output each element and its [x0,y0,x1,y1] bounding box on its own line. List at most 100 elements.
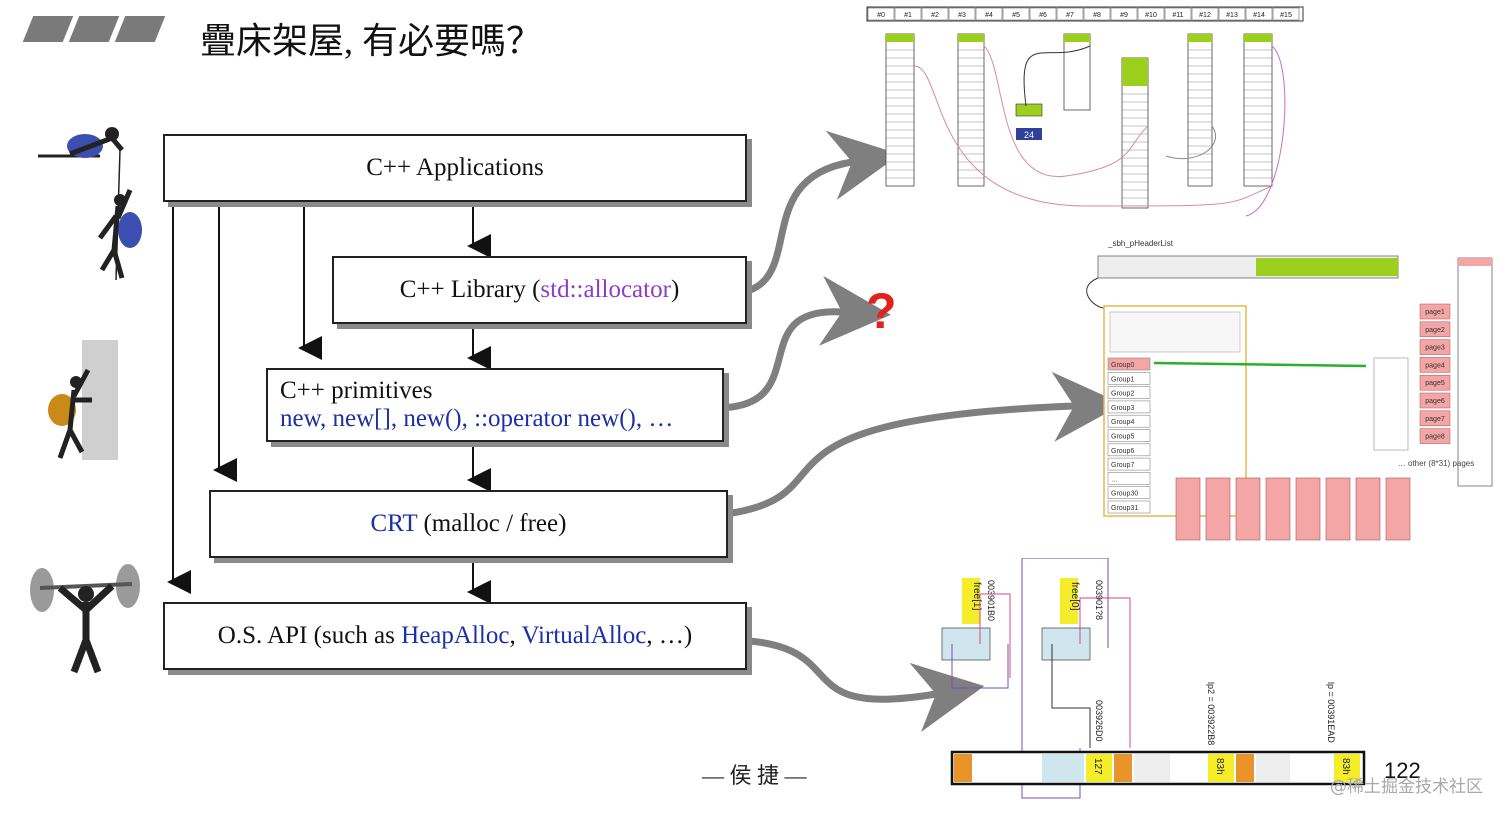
free0-marker [1060,578,1078,624]
page-block [1355,477,1381,541]
block-label-3: 83h [1340,758,1351,775]
page-block [1235,477,1261,541]
slot-label: #4 [985,12,993,19]
page-label: page2 [1425,327,1445,334]
page-label-box [1419,374,1451,391]
page-block [1385,477,1411,541]
slide-title: 疊床架屋, 有必要嗎？ [200,21,543,61]
watermark: @稀土掘金技术社区 [1330,777,1483,797]
figures-illustration [30,127,142,674]
group-label: Group0 [1111,362,1134,369]
lp2-label: lp2 = 003922B8 [1206,682,1216,745]
curve-arrow-os [726,636,985,732]
slot-label: #7 [1066,12,1074,19]
group-row [1107,486,1151,499]
addr-label-3: 003926D0 [1094,700,1104,742]
slot-label: #14 [1253,12,1265,19]
free-list-diagram: #0#1#2#3#4#5#6#7#8#9#10#11#12#13#14#15 2… [866,6,1304,217]
page-label-box [1419,410,1451,427]
page-block [1325,477,1351,541]
group-list: Group0Group1Group2Group3Group4Group5Grou… [1107,357,1151,514]
group-label: Group6 [1111,448,1134,455]
std-allocator-text: std::allocator [540,276,671,303]
group-row [1107,472,1151,485]
free1-marker [962,578,980,624]
climber-icon [38,127,142,281]
slot-label: #0 [877,12,885,19]
os-suffix: , …) [646,622,693,649]
group-row [1107,443,1151,457]
group-row [1107,400,1151,414]
group-label: … [1111,476,1118,483]
curve-arrow-crt [706,371,1123,520]
slot-cells: #0#1#2#3#4#5#6#7#8#9#10#11#12#13#14#15 [867,7,1300,21]
slot-label: #15 [1280,12,1292,19]
crt-accent: CRT [370,510,418,537]
slot-label: #6 [1039,12,1047,19]
page-stack-head [1458,258,1492,266]
heapalloc-text: HeapAlloc [401,622,510,649]
os-api-label: O.S. API (such as HeapAlloc, VirtualAllo… [218,622,692,650]
header-list-label: _sbh_pHeaderList [1107,239,1174,248]
library-prefix: C++ Library ( [399,276,541,303]
lp-label: lp = 00391EAD [1326,682,1336,743]
page-label-box [1419,428,1451,444]
group-label: Group31 [1111,505,1138,512]
chunk-head [1015,103,1043,117]
page-block [1265,477,1291,541]
block-label-2: 83h [1214,758,1225,775]
slot-cell [1137,7,1165,21]
free-list-links [913,45,1286,217]
free-list-heads [886,34,1272,86]
group-row [1107,386,1151,399]
page-label: page6 [1425,398,1445,405]
slot-label: #13 [1226,12,1238,19]
chunk-24-label: 24 [1024,130,1034,140]
page-block [1205,477,1231,541]
group-pointer-arrow [1153,361,1367,368]
page-label: page3 [1425,345,1445,352]
block-label-1: 127 [1092,758,1103,775]
cpp-applications-label: C++ Applications [366,154,544,181]
crt-rest: (malloc / free) [417,510,567,537]
page-label: page7 [1425,416,1445,423]
slot-label: #5 [1012,12,1020,19]
header-list-active [1256,258,1398,276]
addr-label-1: 003901B0 [986,580,996,621]
slot-label: #11 [1172,12,1183,19]
os-separator: , [509,622,522,649]
curve-arrow-primitives [706,275,891,412]
addr-label-2: 003901?8 [1094,580,1104,620]
region-bitmap [1109,311,1241,353]
free-list-rows [886,49,1272,199]
group-row [1107,429,1151,442]
group-entries [1373,357,1409,451]
memory-block-cells [954,754,1360,782]
page-label-box [1419,321,1451,338]
question-mark: ? [866,283,897,339]
crt-label: CRT (malloc / free) [371,510,567,538]
slot-cell [1056,7,1084,21]
slot-cell [948,7,976,21]
slot-cell [1245,7,1273,21]
slot-cell [1029,7,1057,21]
pages-note: … other (8*31) pages [1398,459,1475,468]
cpp-primitives-title: C++ primitives [280,377,433,404]
free-list-columns [885,33,1273,209]
cpp-primitives-box: C++ primitives new, new[], new(), ::oper… [266,368,724,442]
page-label: page4 [1425,362,1445,369]
slot-cell [1272,7,1300,21]
slot-label: #9 [1120,12,1128,19]
slot-cell [921,7,949,21]
slot-cell [894,7,922,21]
chunk-24-box [1016,128,1042,140]
slot-label: #8 [1093,12,1101,19]
page-label-box [1419,303,1451,320]
free1-cell [941,627,991,661]
group-label: Group5 [1111,434,1134,441]
slot-cell [867,7,895,21]
group-row [1107,500,1151,514]
group-row [1107,372,1151,385]
